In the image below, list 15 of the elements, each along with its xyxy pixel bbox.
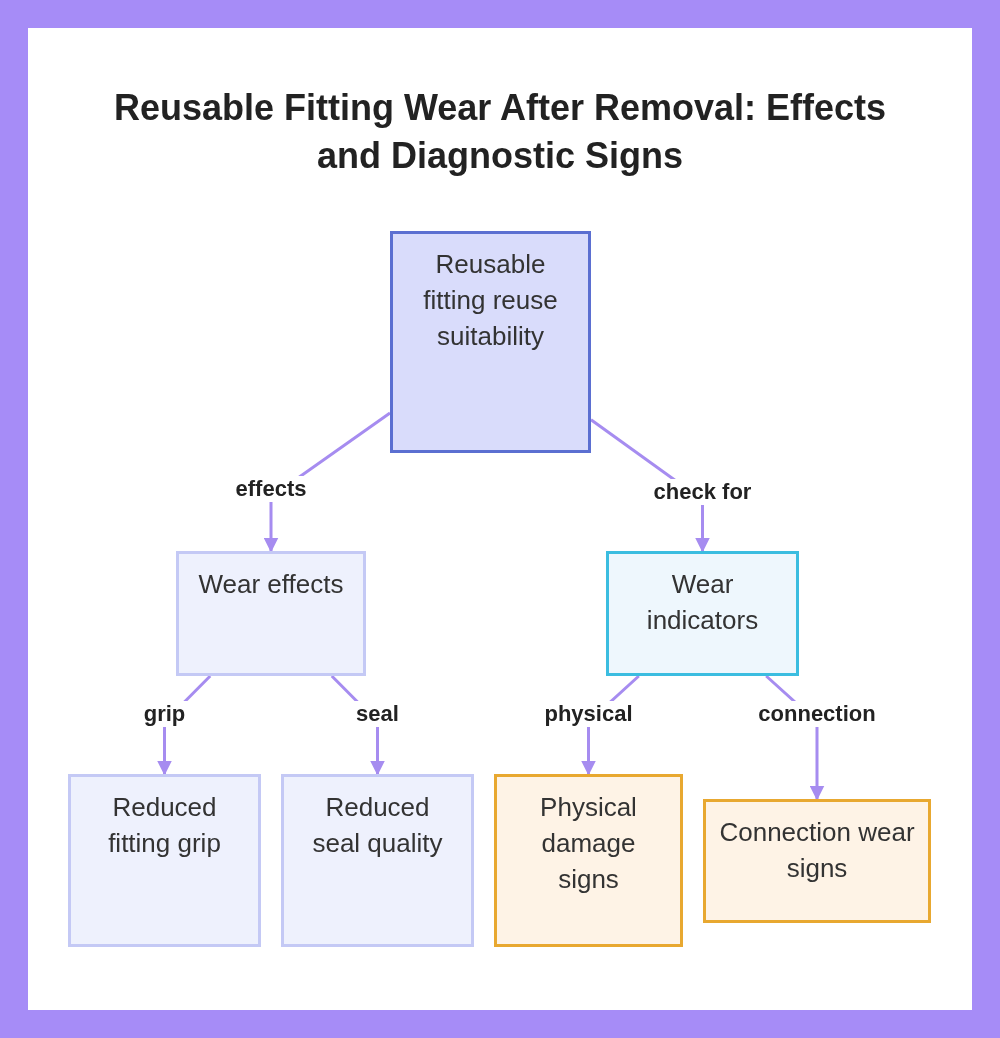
node-text: Wear indicators [645, 568, 760, 637]
title: Reusable Fitting Wear After Removal: Effects and Diagnostic Signs [112, 86, 888, 178]
process-box [703, 799, 931, 923]
node-text: Wear effects [198, 568, 344, 601]
node-text: Reduced fitting grip [107, 791, 222, 860]
node-text: Reusable fitting reuse suitability [422, 248, 559, 353]
process-box [281, 774, 474, 947]
node-text: Connection wear signs [718, 816, 916, 885]
node-text: Reduced seal quality [311, 791, 444, 860]
process-box [68, 774, 261, 947]
process-box [606, 551, 799, 676]
process-box [390, 231, 591, 453]
process-box [494, 774, 683, 947]
process-box [176, 551, 366, 676]
node-text: Physical damage signs [539, 791, 638, 896]
